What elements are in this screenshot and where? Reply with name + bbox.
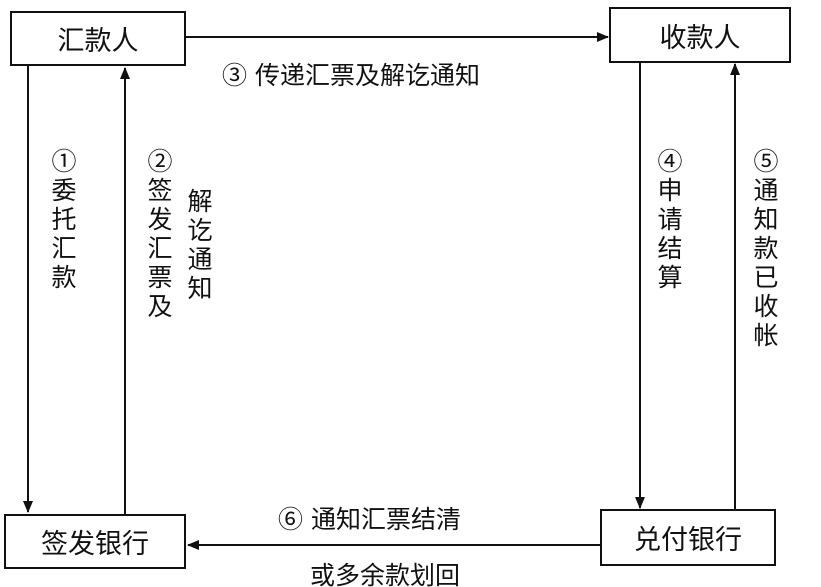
node-payee: 收款人 bbox=[609, 7, 791, 63]
step1-label: ①委托汇款 bbox=[48, 148, 77, 293]
step6-label-a: ⑥ 通知汇票结清 bbox=[278, 505, 461, 534]
step5-label: ⑤通知款已收帐 bbox=[750, 148, 779, 351]
step3-label: ③ 传递汇票及解讫通知 bbox=[222, 61, 480, 90]
node-label: 兑付银行 bbox=[634, 525, 742, 556]
node-issuing-bank: 签发银行 bbox=[4, 514, 186, 569]
node-label: 汇款人 bbox=[57, 26, 139, 57]
node-label: 签发银行 bbox=[41, 529, 149, 560]
node-label: 收款人 bbox=[659, 22, 741, 54]
step4-label: ④申请结算 bbox=[654, 148, 683, 293]
step6-label-b: 或多余款划回 bbox=[310, 561, 461, 587]
node-paying-bank: 兑付银行 bbox=[600, 509, 776, 566]
step2-label-a: ②签发汇票及 bbox=[144, 148, 173, 322]
step2-label-b: 解讫通知 bbox=[184, 188, 213, 304]
node-remitter: 汇款人 bbox=[10, 11, 186, 66]
